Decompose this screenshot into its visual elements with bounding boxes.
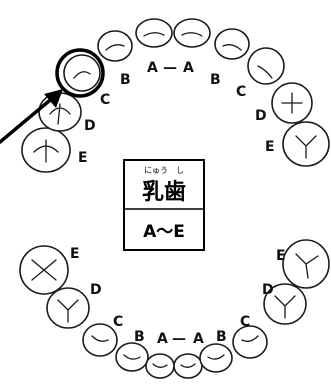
- label-upper-right-D: D: [255, 108, 267, 124]
- center-box-range: A～E: [143, 222, 185, 242]
- highlight-circle: [55, 48, 105, 98]
- label-lower-left-C: C: [113, 314, 123, 330]
- label-upper-left-B: B: [120, 72, 131, 88]
- label-lower-sep: —: [172, 331, 186, 347]
- tooth-upper-right-B: [214, 28, 250, 60]
- lower-arch: [19, 239, 330, 379]
- tooth-upper-left-B: [97, 30, 133, 62]
- lower-labels: E D C B A — A B C D E: [70, 246, 286, 347]
- upper-labels: E D C B A — A B C D E: [78, 60, 275, 166]
- highlight-marker: [0, 48, 105, 144]
- label-upper-sep: —: [163, 60, 177, 76]
- tooth-lower-left-D: [46, 287, 90, 329]
- label-lower-left-B: B: [134, 329, 145, 345]
- label-upper-right-B: B: [210, 72, 221, 88]
- tooth-upper-right-C: [247, 47, 285, 85]
- tooth-upper-left-C: [63, 54, 101, 92]
- label-upper-right-C: C: [236, 84, 246, 100]
- pointer-arrow-shaft: [0, 94, 57, 144]
- center-box-title: 乳歯: [142, 179, 186, 205]
- tooth-lower-right-D: [263, 283, 307, 325]
- upper-arch: [21, 18, 330, 173]
- label-lower-left-D: D: [90, 282, 102, 298]
- tooth-lower-right-B: [199, 343, 233, 373]
- label-lower-right-E: E: [276, 248, 286, 264]
- label-upper-left-E: E: [78, 150, 88, 166]
- center-box-frame: [123, 159, 205, 251]
- tooth-lower-right-A: [173, 353, 203, 379]
- center-box-ruby: にゅう し: [144, 166, 184, 175]
- label-upper-left-C: C: [100, 92, 110, 108]
- tooth-lower-left-C: [82, 323, 118, 357]
- label-upper-left-D: D: [84, 118, 96, 134]
- label-lower-right-D: D: [262, 282, 274, 298]
- label-upper-right-A: A: [183, 60, 194, 76]
- tooth-lower-right-C: [232, 325, 268, 359]
- label-upper-right-E: E: [265, 139, 275, 155]
- tooth-lower-left-B: [115, 342, 149, 372]
- tooth-upper-left-D: [38, 92, 82, 132]
- label-lower-right-A: A: [193, 331, 204, 347]
- tooth-lower-left-A: [145, 353, 175, 379]
- label-lower-left-A: A: [157, 331, 168, 347]
- center-box: にゅう し 乳歯 A～E: [123, 159, 205, 251]
- label-lower-right-C: C: [240, 314, 250, 330]
- pointer-arrow-head: [44, 89, 63, 108]
- label-upper-left-A: A: [147, 60, 158, 76]
- label-lower-right-B: B: [216, 329, 227, 345]
- label-lower-left-E: E: [70, 246, 80, 262]
- tooth-upper-right-E: [282, 121, 330, 167]
